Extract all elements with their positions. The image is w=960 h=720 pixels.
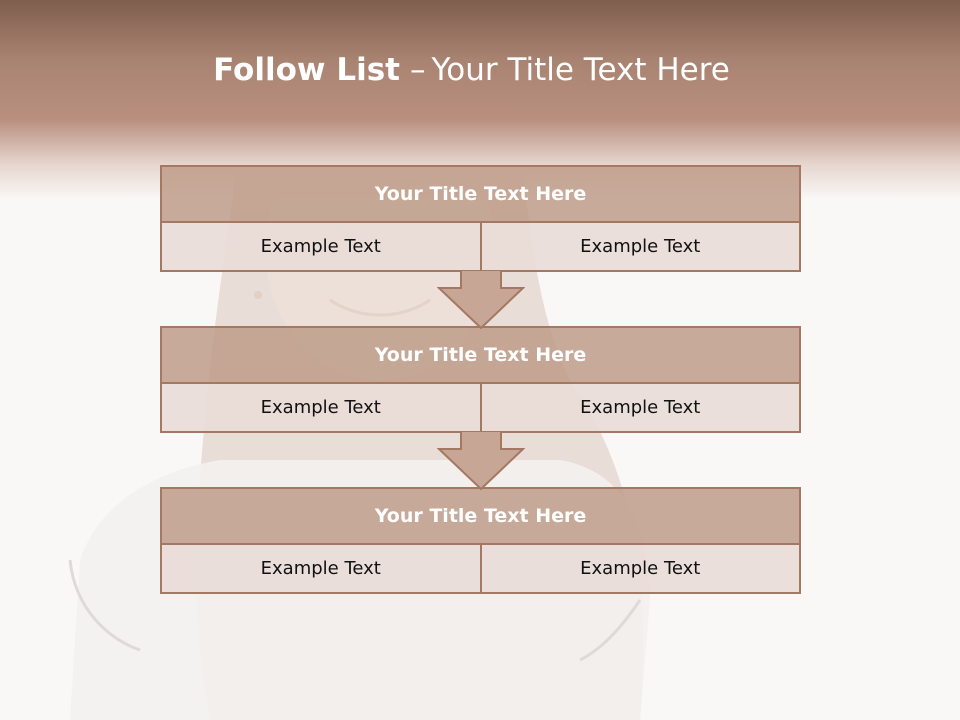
- step-title: Your Title Text Here: [160, 487, 801, 545]
- step-block-1: Your Title Text Here Example Text Exampl…: [160, 165, 801, 272]
- step-block-2: Your Title Text Here Example Text Exampl…: [160, 326, 801, 433]
- step-row: Example Text Example Text: [160, 223, 801, 272]
- down-arrow-icon: [437, 270, 525, 330]
- step-title: Your Title Text Here: [160, 326, 801, 384]
- step-cell-left: Example Text: [160, 545, 482, 594]
- step-cell-right: Example Text: [481, 384, 801, 433]
- step-cell-left: Example Text: [160, 223, 482, 272]
- down-arrow-icon: [437, 431, 525, 491]
- step-cell-right: Example Text: [481, 545, 801, 594]
- slide-title-rest: Your Title Text Here: [431, 52, 730, 88]
- step-row: Example Text Example Text: [160, 384, 801, 433]
- step-cell-left: Example Text: [160, 384, 482, 433]
- slide-title-separator: –: [409, 52, 426, 88]
- step-cell-right: Example Text: [481, 223, 801, 272]
- slide-title: Follow List–Your Title Text Here: [0, 52, 943, 88]
- step-title: Your Title Text Here: [160, 165, 801, 223]
- step-block-3: Your Title Text Here Example Text Exampl…: [160, 487, 801, 594]
- step-row: Example Text Example Text: [160, 545, 801, 594]
- slide-title-bold: Follow List: [213, 52, 400, 88]
